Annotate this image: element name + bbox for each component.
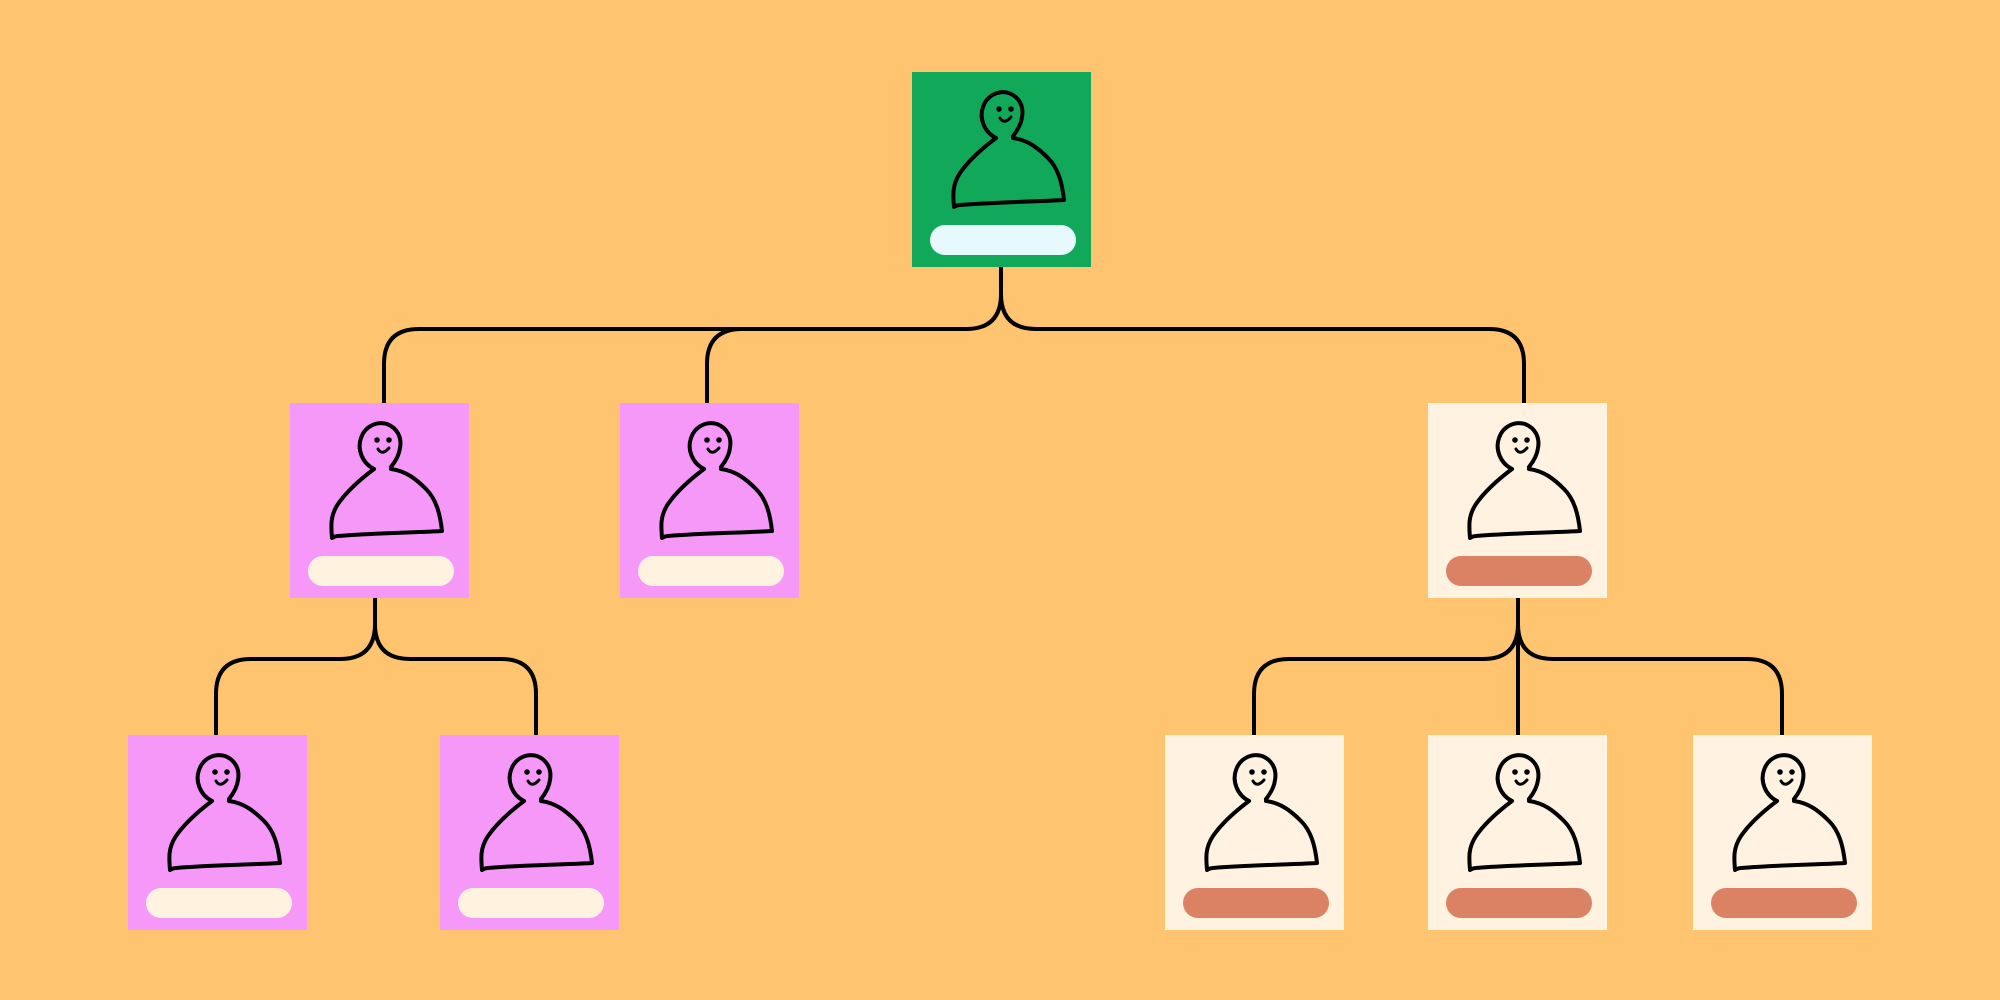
node-right-report-1[interactable]	[1165, 735, 1344, 930]
node-left-report-2[interactable]	[440, 735, 619, 930]
connectors	[214, 265, 1784, 737]
node-root[interactable]	[912, 72, 1091, 267]
name-placeholder-bar	[1183, 888, 1329, 918]
name-placeholder-bar	[146, 888, 292, 918]
node-left-report-1[interactable]	[128, 735, 307, 930]
name-placeholder-bar	[1446, 556, 1592, 586]
connector-right-to-report-3	[1516, 622, 1784, 737]
node-middle-manager[interactable]	[620, 403, 799, 598]
name-placeholder-bar	[930, 225, 1076, 255]
connector-left-to-report-2	[373, 622, 538, 737]
node-left-manager[interactable]	[290, 403, 469, 598]
node-right-report-3[interactable]	[1693, 735, 1872, 930]
node-right-manager[interactable]	[1428, 403, 1607, 598]
connector-root-to-middle-manager	[705, 327, 744, 405]
connector-right-to-report-1	[1252, 622, 1520, 737]
connector-root-to-left-manager	[382, 292, 1003, 405]
name-placeholder-bar	[1446, 888, 1592, 918]
node-right-report-2[interactable]	[1428, 735, 1607, 930]
name-placeholder-bar	[458, 888, 604, 918]
name-placeholder-bar	[1711, 888, 1857, 918]
name-placeholder-bar	[308, 556, 454, 586]
name-placeholder-bar	[638, 556, 784, 586]
connector-root-to-right-manager	[999, 292, 1526, 405]
connector-left-to-report-1	[214, 622, 377, 737]
